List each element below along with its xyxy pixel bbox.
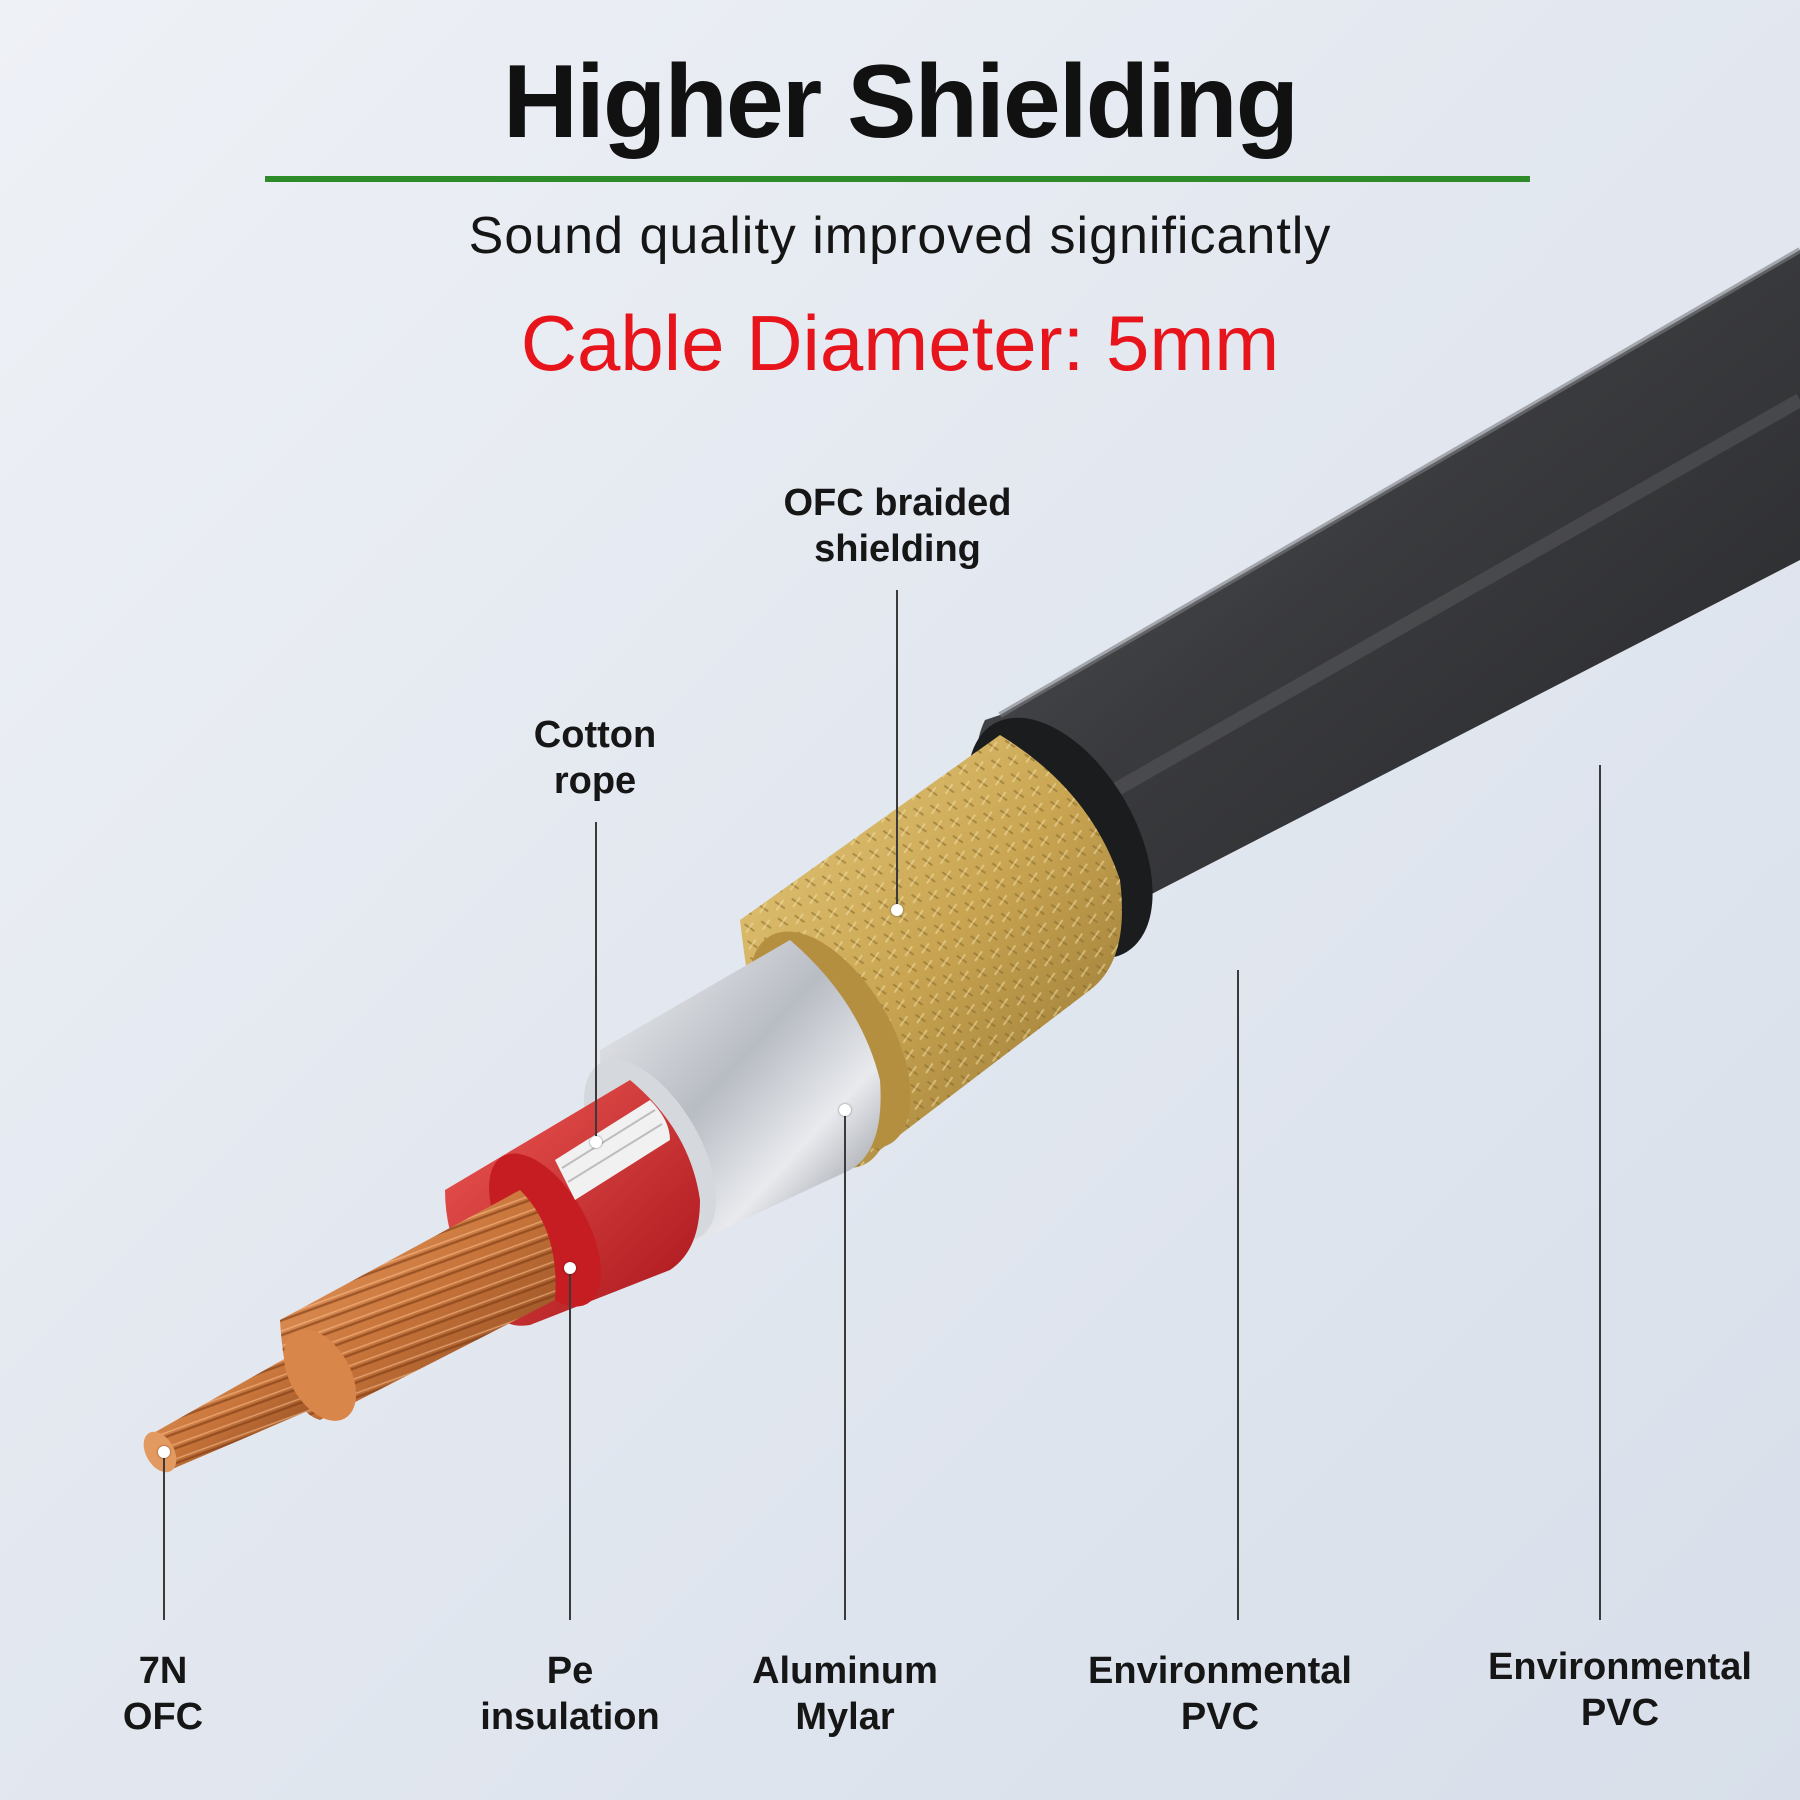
label-braid-line1: OFC braided bbox=[783, 482, 1012, 524]
label-pvc-outer-line2: PVC bbox=[1580, 1692, 1660, 1734]
leader-line-pvc-inner bbox=[1237, 970, 1239, 1620]
label-ofc-braided-shielding: OFC braided shielding bbox=[745, 480, 1050, 572]
label-mylar-line1: Aluminum bbox=[752, 1650, 938, 1692]
label-ofc-line1: 7N bbox=[138, 1650, 188, 1692]
leader-line-pvc-outer bbox=[1599, 765, 1601, 1620]
leader-line-ofc bbox=[163, 1452, 165, 1620]
label-braid-line2: shielding bbox=[814, 528, 981, 570]
label-7n-ofc: 7N OFC bbox=[93, 1648, 233, 1740]
marker-pe bbox=[564, 1262, 576, 1274]
label-pvc-inner-line2: PVC bbox=[1180, 1696, 1260, 1738]
marker-braid bbox=[891, 904, 903, 916]
subtitle: Sound quality improved significantly bbox=[468, 207, 1332, 265]
leader-line-braid bbox=[896, 590, 898, 910]
label-ofc-line2: OFC bbox=[122, 1696, 204, 1738]
cable-diameter-text: Cable Diameter: 5mm bbox=[520, 299, 1280, 387]
label-aluminum-mylar: Aluminum Mylar bbox=[730, 1648, 960, 1740]
title-underline bbox=[265, 176, 1530, 182]
leader-line-cotton bbox=[595, 822, 597, 1140]
label-cotton-line2: rope bbox=[553, 760, 637, 802]
marker-ofc bbox=[158, 1446, 170, 1458]
label-cotton-line1: Cotton bbox=[533, 714, 657, 756]
marker-mylar bbox=[839, 1104, 851, 1116]
leader-line-pe bbox=[569, 1268, 571, 1620]
page-title: Higher Shielding bbox=[502, 44, 1299, 160]
label-pe-line2: insulation bbox=[480, 1696, 660, 1738]
label-pe-line1: Pe bbox=[546, 1650, 594, 1692]
label-mylar-line2: Mylar bbox=[795, 1696, 895, 1738]
label-cotton-rope: Cotton rope bbox=[495, 712, 695, 804]
marker-cotton bbox=[590, 1136, 602, 1148]
label-environmental-pvc-inner: Environmental PVC bbox=[1070, 1648, 1370, 1740]
copper-conductor bbox=[143, 1190, 556, 1473]
label-pvc-inner-line1: Environmental bbox=[1088, 1650, 1352, 1692]
label-pvc-outer-line1: Environmental bbox=[1488, 1646, 1752, 1688]
label-environmental-pvc-outer: Environmental PVC bbox=[1470, 1644, 1770, 1736]
leader-line-mylar bbox=[844, 1110, 846, 1620]
label-pe-insulation: Pe insulation bbox=[460, 1648, 680, 1740]
